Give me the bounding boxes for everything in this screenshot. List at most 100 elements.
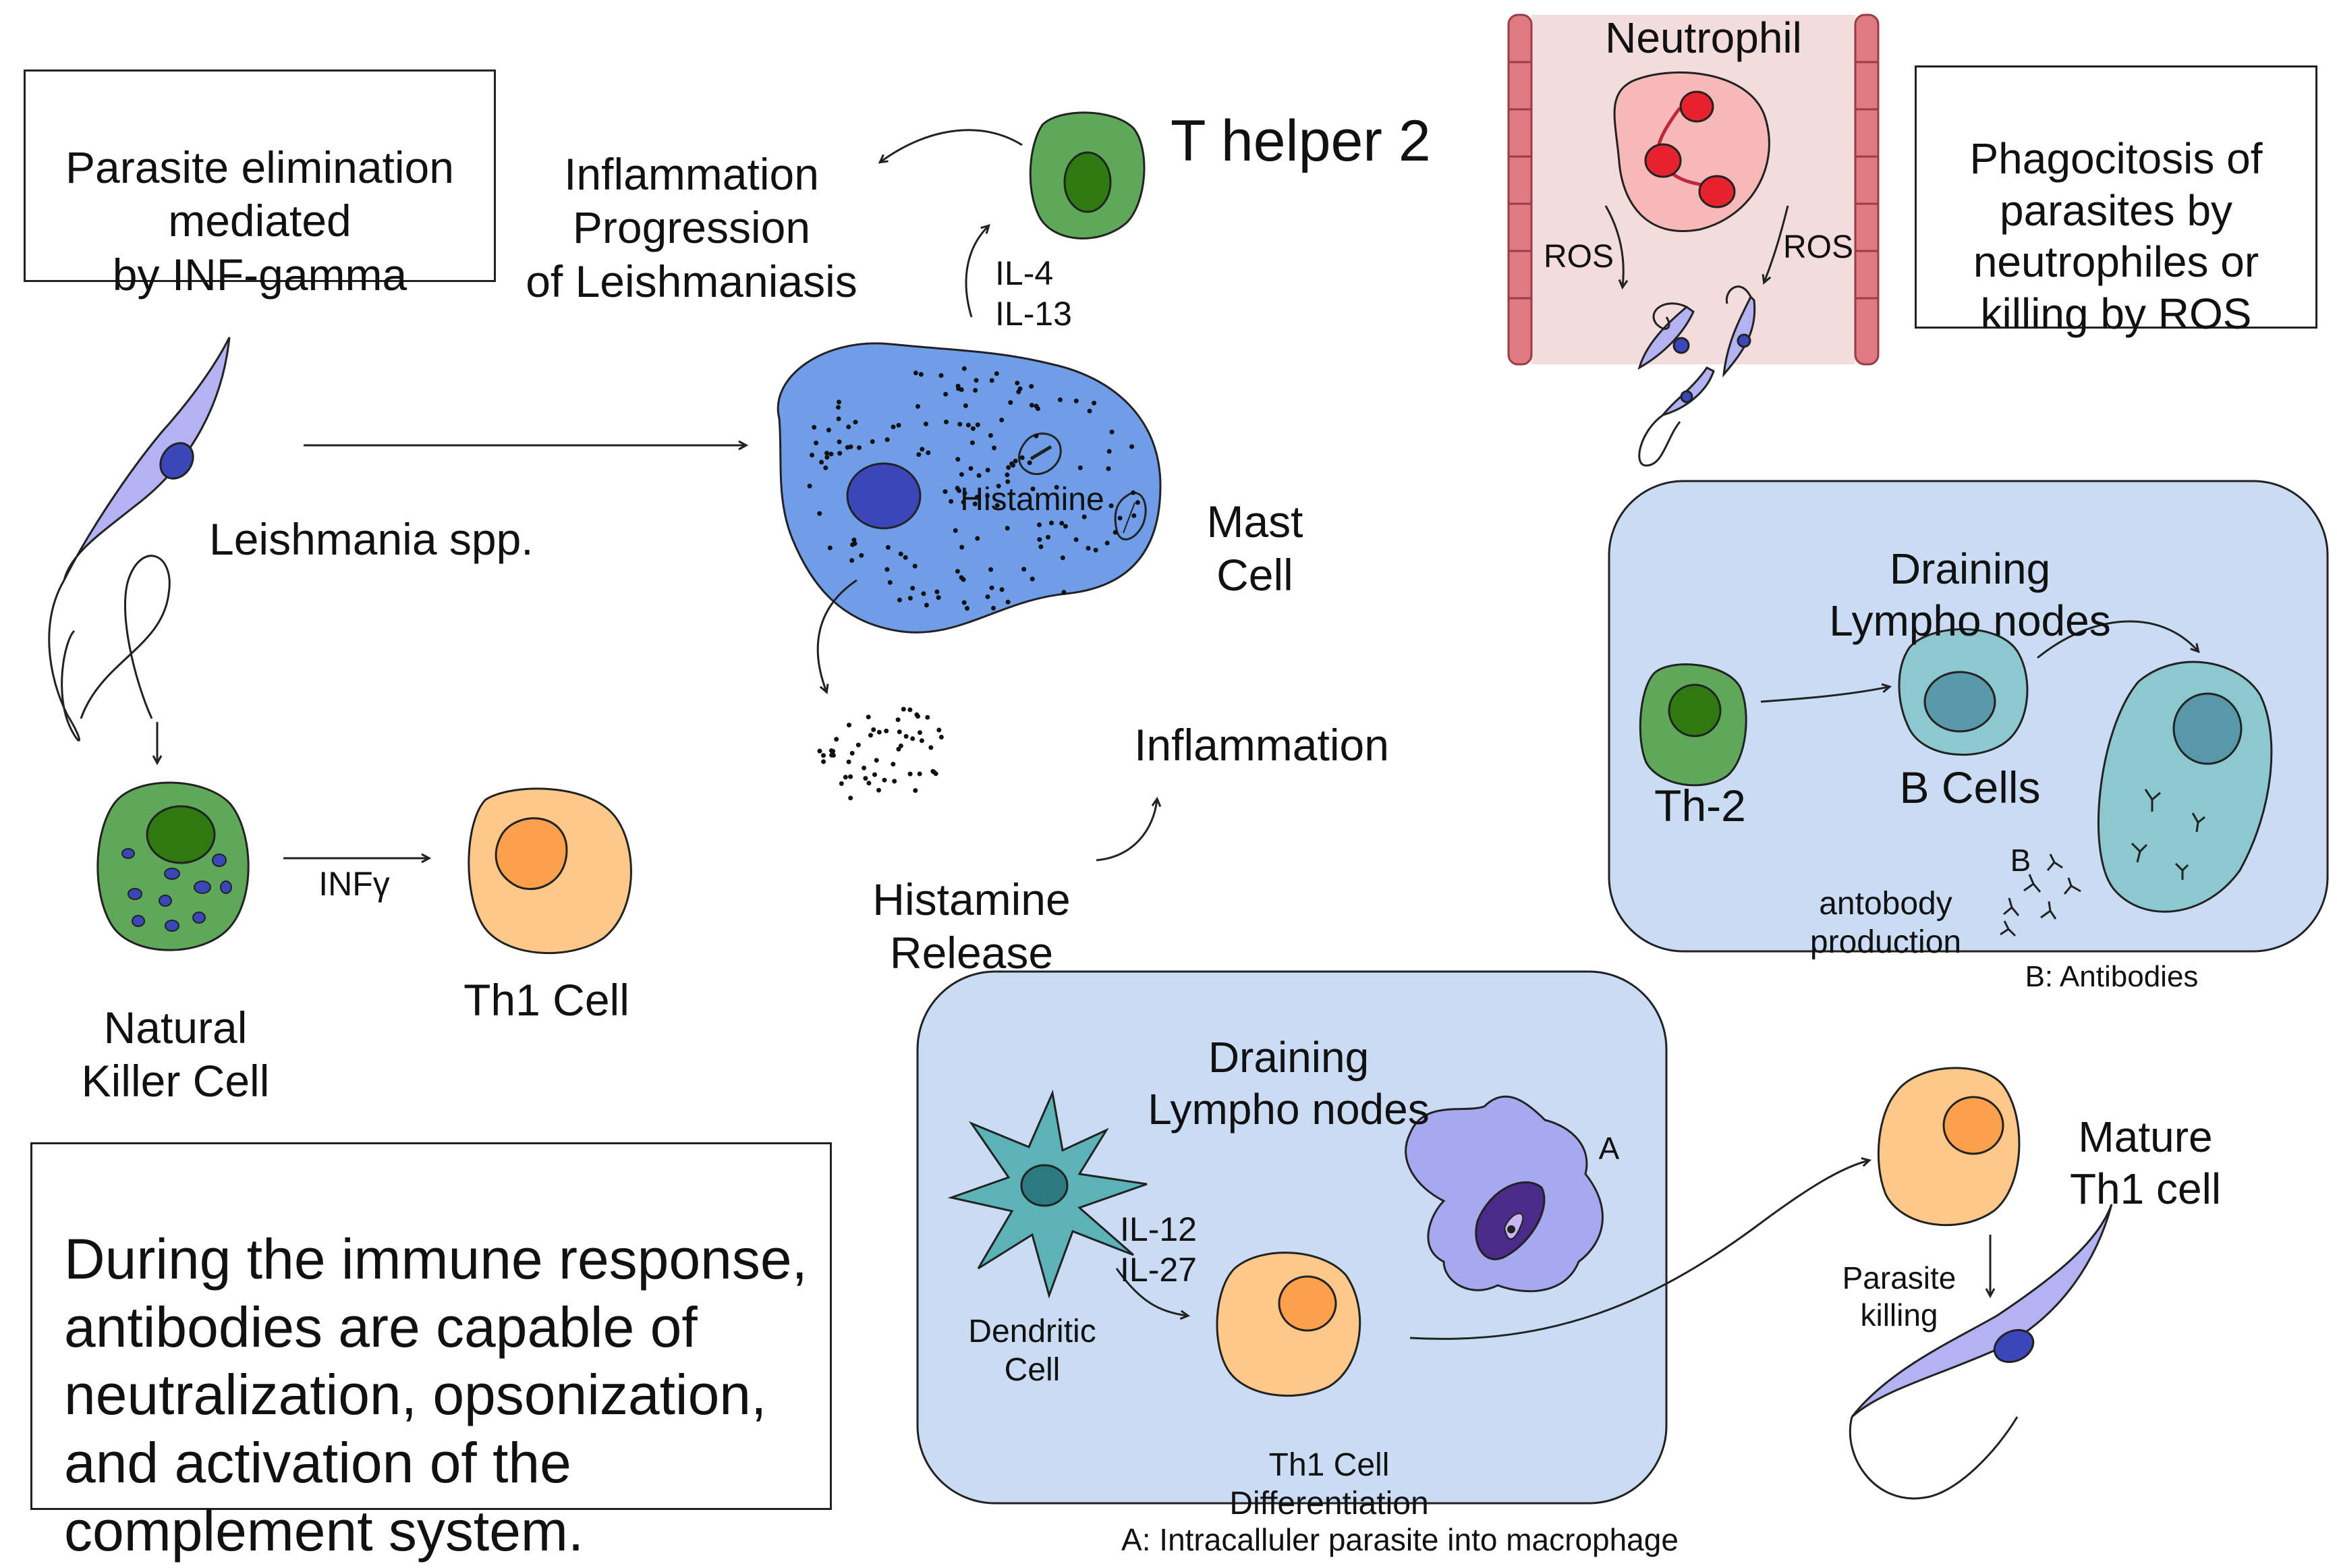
histamine-dot: [862, 765, 867, 771]
granule-dot: [898, 551, 903, 557]
granule-dot: [959, 575, 964, 580]
granule-dot: [817, 511, 822, 516]
granule-dot: [1005, 472, 1010, 478]
histamine-dot: [876, 787, 881, 793]
granule-dot: [1027, 460, 1032, 466]
granule-dot: [837, 399, 841, 405]
granule-dot: [916, 403, 920, 409]
histamine-dot: [847, 723, 851, 728]
b-marker-label: B: [2010, 843, 2031, 878]
histamine-dot: [907, 771, 913, 777]
granule-dot: [924, 603, 929, 608]
immune-response-text: During the immune response,antibodies ar…: [64, 1227, 808, 1563]
granule-dot: [1086, 546, 1091, 551]
histamine-dot: [907, 707, 913, 712]
t-helper-2-cell: [1029, 111, 1146, 240]
granule-dot: [970, 426, 976, 431]
granule-dot: [814, 441, 819, 445]
arrow-dendritic-to-th1: [1115, 1268, 1187, 1316]
granule-dot: [1131, 490, 1136, 495]
histamine-dot: [910, 736, 916, 741]
neutrophil-cell: [1613, 71, 1770, 232]
granule-dot: [1013, 458, 1018, 464]
histamine-dot: [821, 753, 826, 758]
granule-dot: [975, 422, 980, 428]
histamine-dot: [916, 714, 920, 719]
granule-dot: [837, 439, 842, 445]
granule-dot: [934, 589, 940, 594]
granule-dot: [955, 569, 960, 574]
granule-dot: [1009, 461, 1015, 466]
granule-dot: [1046, 534, 1050, 540]
b-cell: [1898, 628, 2029, 756]
granule-dot: [975, 536, 980, 541]
il-4-label: IL-4: [995, 254, 1054, 292]
granule-dot: [974, 378, 979, 383]
histamine-dot: [855, 742, 861, 748]
granule-dot: [859, 553, 864, 558]
granule-dot: [827, 545, 833, 551]
granule-dot: [916, 452, 922, 457]
histamine-dot: [884, 728, 889, 733]
th1-cell: [468, 787, 632, 954]
arrow-th2-to-bcells: [1760, 687, 1889, 703]
histamine-dot: [876, 729, 882, 735]
granule-dot: [810, 453, 814, 457]
histamine-dot: [918, 730, 922, 735]
granule-dot: [1054, 484, 1059, 490]
granule-dot: [1060, 555, 1065, 561]
histamine-dot: [848, 795, 853, 801]
histamine-dot: [848, 774, 853, 779]
histamine-dot: [917, 771, 922, 777]
histamine-dot: [896, 746, 901, 752]
histamine-dot: [829, 752, 835, 758]
granule-dot: [884, 437, 890, 443]
granule-dot: [1015, 381, 1020, 386]
a-marker-label: A: [1598, 1131, 1620, 1166]
ros-arrows: [1604, 205, 1789, 287]
granule-dot: [999, 587, 1005, 592]
granule-dot: [955, 457, 961, 462]
il-27-label: IL-27: [1120, 1251, 1197, 1289]
granule-dot: [1029, 384, 1034, 389]
killed-parasite: [1849, 1204, 2113, 1500]
granule-dot: [1135, 500, 1140, 505]
granule-dot: [1081, 514, 1087, 520]
granule-dot: [1058, 397, 1063, 402]
granule-dot: [959, 544, 965, 550]
granule-dot: [1049, 520, 1054, 526]
granule-dot: [962, 491, 967, 496]
granule-dot: [994, 371, 999, 376]
histamine-dot: [891, 762, 896, 767]
granule-dot: [1073, 537, 1079, 542]
granule-dot: [1108, 503, 1114, 509]
granule-dot: [976, 473, 982, 478]
granule-dot: [913, 370, 918, 376]
histamine-dot: [901, 706, 906, 712]
mature-th1-cell: [1877, 1067, 2021, 1227]
granule-dot: [1037, 522, 1042, 528]
granule-dot: [1005, 479, 1011, 484]
granule-dot: [972, 501, 978, 507]
histamine-label: Histamine: [960, 482, 1104, 517]
released-parasites: [1637, 285, 1756, 467]
granule-dot: [1029, 403, 1034, 408]
granule-dot: [985, 468, 990, 473]
granule-dot: [1006, 465, 1011, 470]
granule-dot: [1037, 537, 1042, 542]
granule-dot: [1113, 530, 1118, 535]
granule-dot: [965, 422, 971, 428]
histamine-dot: [892, 779, 897, 784]
granule-dot: [887, 580, 893, 585]
granule-dot: [1005, 526, 1010, 531]
a-intracellular-caption: A: Intracalluler parasite into macrophag…: [1121, 1522, 1679, 1557]
granule-dot: [884, 567, 890, 572]
b-cells-label: B Cells: [1899, 762, 2041, 812]
granule-dot: [1077, 465, 1083, 470]
granule-dot: [845, 445, 850, 450]
granule-dot: [918, 372, 924, 377]
granule-dot: [897, 597, 902, 603]
